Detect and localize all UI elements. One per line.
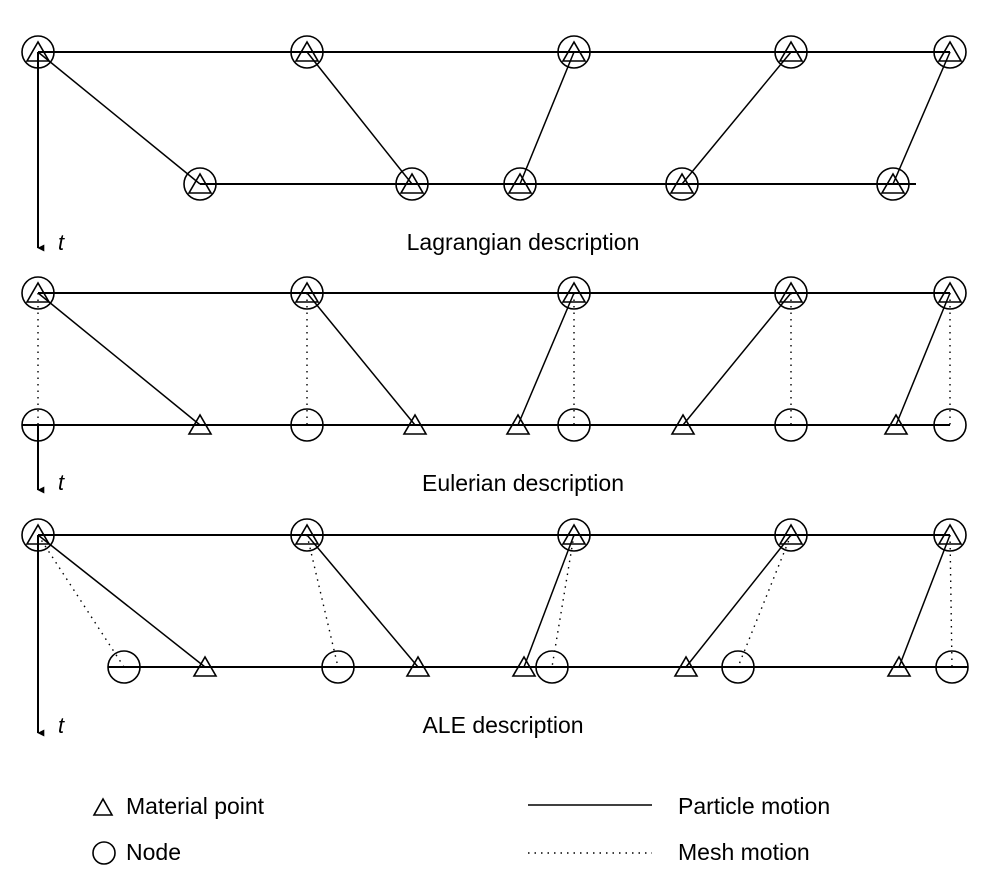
material-point-triangle (294, 523, 320, 545)
material-point-triangle (561, 40, 587, 62)
node-circle (290, 408, 324, 442)
node-circle (933, 408, 967, 442)
node-circle (933, 35, 967, 69)
particle-motion-line (681, 51, 792, 185)
node-circle (935, 650, 969, 684)
material-point-triangle (25, 40, 51, 62)
node-circle (290, 518, 324, 552)
node-circle (290, 35, 324, 69)
ale-title: ALE description (422, 712, 583, 738)
node-circle (557, 35, 591, 69)
particle-motion-line (523, 534, 575, 668)
eulerian-panel (21, 276, 967, 494)
node-circle (774, 408, 808, 442)
node-circle (557, 518, 591, 552)
node-circle (290, 276, 324, 310)
mesh-motion-line (949, 534, 953, 668)
particle-motion-line (892, 51, 951, 185)
material-point-triangle (294, 40, 320, 62)
node-circle (665, 167, 699, 201)
material-point-triangle (187, 172, 213, 194)
node-circle (876, 167, 910, 201)
material-point-triangle (937, 523, 963, 545)
material-point-triangle (883, 413, 909, 435)
material-point-triangle (561, 281, 587, 303)
legend-material-point: Material point (126, 793, 265, 819)
lagrangian-title: Lagrangian description (407, 229, 640, 255)
legend-particle-motion: Particle motion (678, 793, 830, 819)
material-point-triangle (561, 523, 587, 545)
particle-motion-line (517, 292, 575, 426)
material-point-triangle (402, 413, 428, 435)
legend: Material point Node Particle motion Mesh… (92, 793, 830, 865)
node-circle (721, 650, 755, 684)
material-point-triangle (187, 413, 213, 435)
material-point-triangle (886, 655, 912, 677)
mesh-motion-line (551, 534, 575, 668)
node-circle (183, 167, 217, 201)
material-point-triangle (511, 655, 537, 677)
node-circle (774, 35, 808, 69)
material-point-triangle (937, 40, 963, 62)
material-point-triangle (673, 655, 699, 677)
material-point-triangle (25, 523, 51, 545)
particle-motion-line (898, 534, 951, 668)
particle-motion-line (682, 292, 792, 426)
particle-motion-line (37, 292, 201, 426)
material-point-triangle (507, 172, 533, 194)
material-point-triangle (505, 413, 531, 435)
node-circle (21, 276, 55, 310)
material-point-triangle (778, 281, 804, 303)
node-circle (557, 276, 591, 310)
material-point-triangle (192, 655, 218, 677)
material-point-triangle (669, 172, 695, 194)
node-circle (774, 276, 808, 310)
lagrangian-time-label: t (58, 230, 65, 255)
node-circle (535, 650, 569, 684)
material-point-triangle (294, 281, 320, 303)
circle-icon (92, 841, 116, 865)
node-circle (395, 167, 429, 201)
particle-motion-line (895, 292, 951, 426)
ale-panel (21, 518, 969, 737)
node-circle (503, 167, 537, 201)
node-circle (21, 408, 55, 442)
ale-time-label: t (58, 713, 65, 738)
node-circle (21, 35, 55, 69)
particle-motion-line (306, 292, 416, 426)
particle-motion-line (519, 51, 575, 185)
mesh-motion-line (737, 534, 792, 668)
particle-motion-line (37, 534, 206, 668)
mesh-motion-line (306, 534, 339, 668)
node-circle (933, 518, 967, 552)
eulerian-title: Eulerian description (422, 470, 624, 496)
lagrangian-panel (21, 35, 967, 252)
legend-node: Node (126, 839, 181, 865)
node-circle (933, 276, 967, 310)
mesh-motion-line (37, 534, 125, 668)
particle-motion-line (37, 51, 201, 185)
material-point-triangle (405, 655, 431, 677)
triangle-icon (92, 797, 114, 816)
node-circle (107, 650, 141, 684)
material-point-triangle (670, 413, 696, 435)
node-circle (557, 408, 591, 442)
material-point-triangle (25, 281, 51, 303)
particle-motion-line (306, 534, 419, 668)
eulerian-time-label: t (58, 470, 65, 495)
material-point-triangle (778, 523, 804, 545)
material-point-triangle (937, 281, 963, 303)
legend-mesh-motion: Mesh motion (678, 839, 810, 865)
node-circle (21, 518, 55, 552)
node-circle (774, 518, 808, 552)
material-point-triangle (880, 172, 906, 194)
material-point-triangle (399, 172, 425, 194)
material-point-triangle (778, 40, 804, 62)
particle-motion-line (685, 534, 792, 668)
node-circle (321, 650, 355, 684)
particle-motion-line (306, 51, 413, 185)
